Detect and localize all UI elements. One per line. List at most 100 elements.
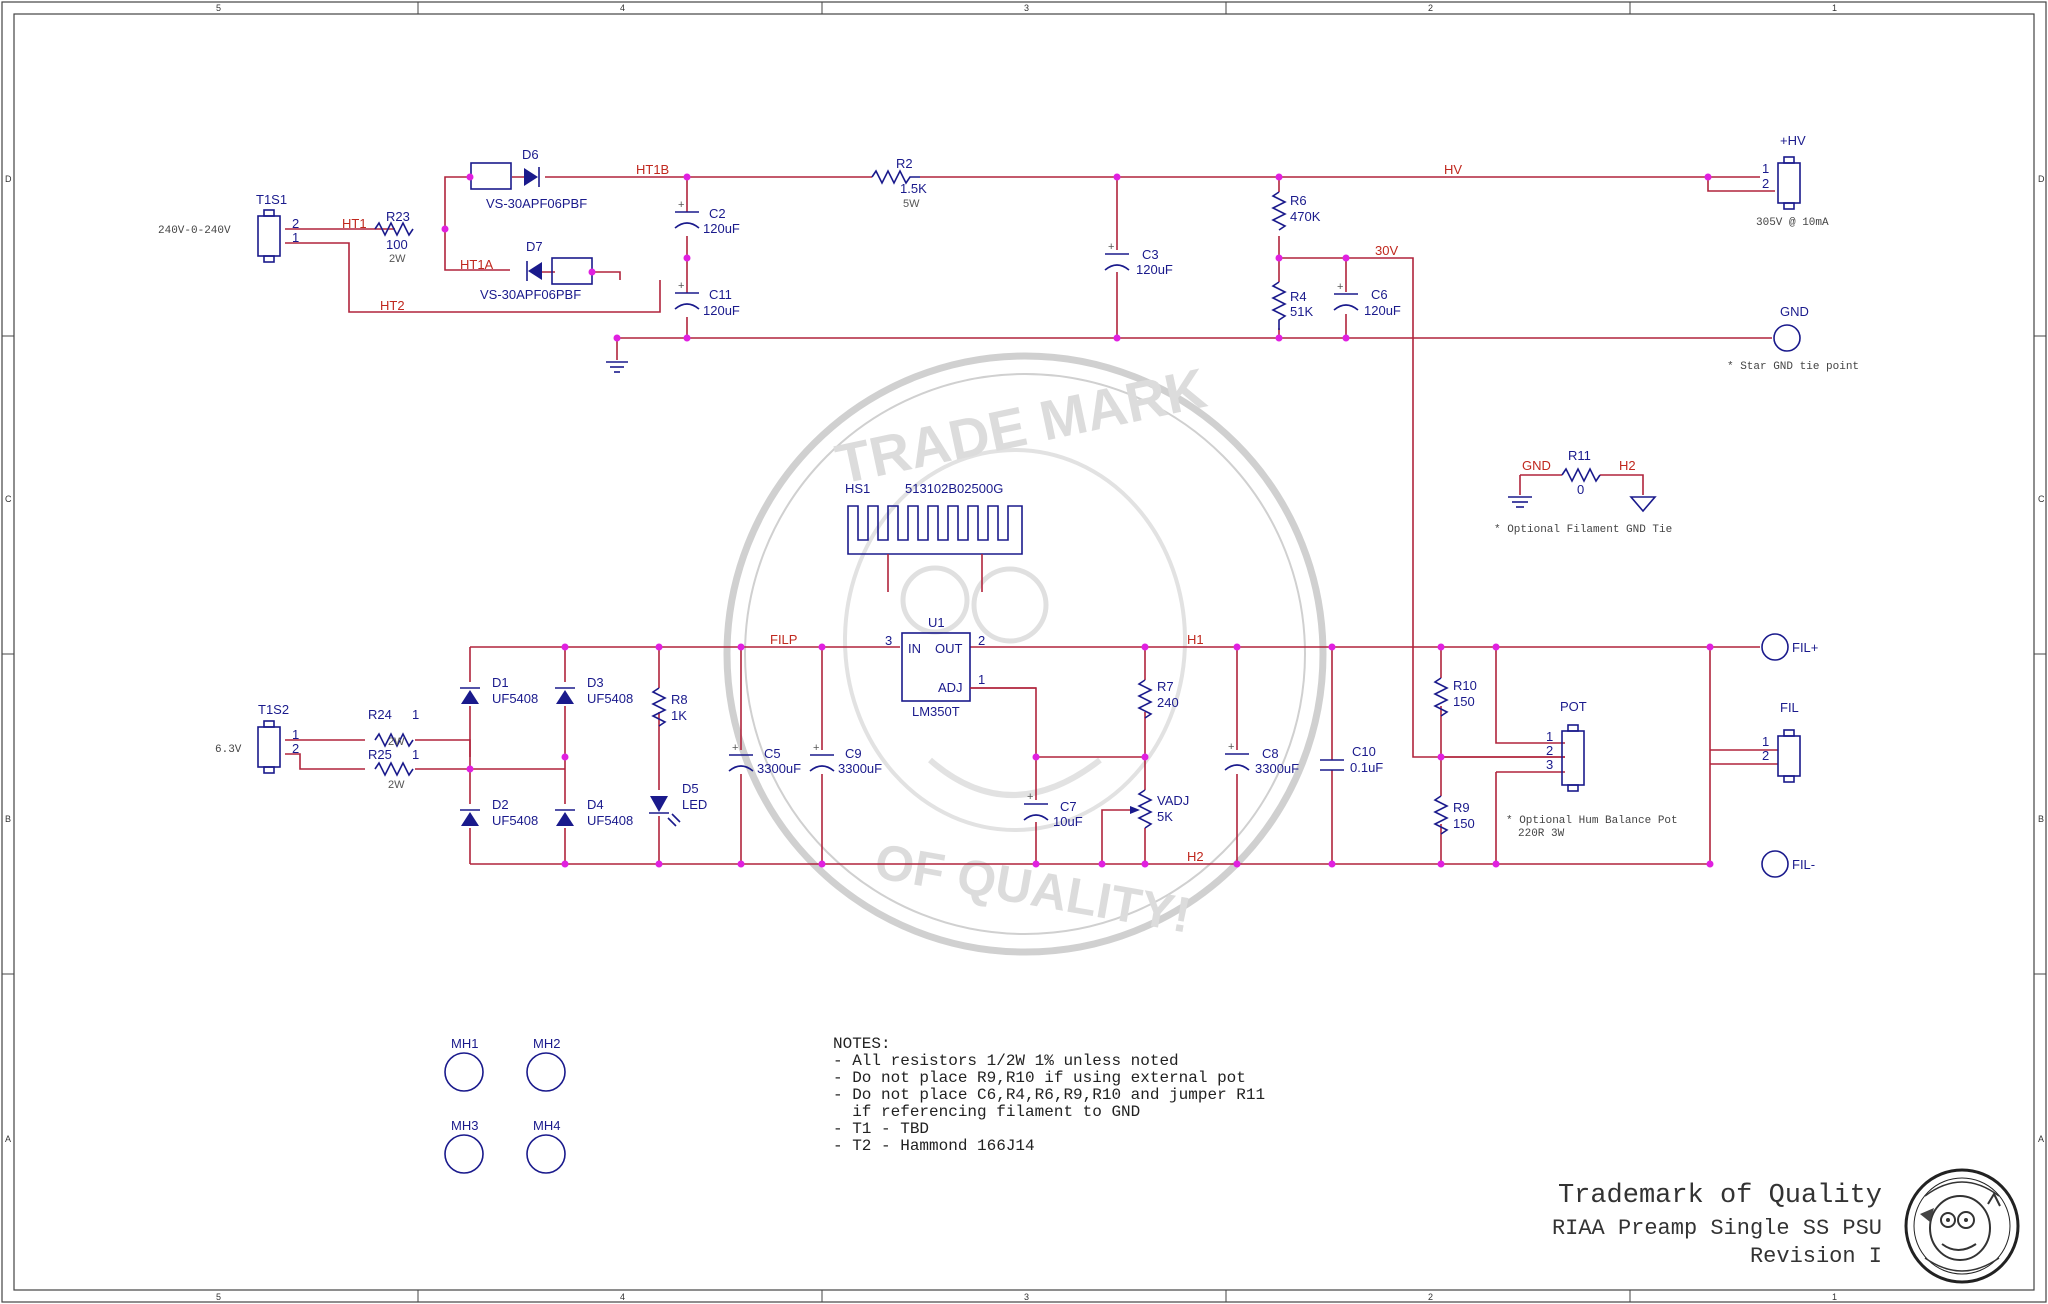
net-ht1a: HT1A [460, 257, 494, 272]
resistor-r10: R10 150 [1433, 677, 1477, 717]
mounting-holes: MH1 MH2 MH3 MH4 [444, 1036, 566, 1174]
c7-polarity-icon: + [1027, 791, 1033, 803]
net-ht1: HT1 [342, 216, 367, 231]
connector-fil-plus: FIL+ [1761, 633, 1818, 661]
u1-out-pin-label: OUT [935, 641, 963, 656]
c8-polarity-icon: + [1228, 741, 1234, 753]
heatsink-hs1: HS1 513102B02500G [845, 481, 1023, 592]
r4-value: 51K [1290, 304, 1313, 319]
connector-fil: FIL 1 2 [1762, 700, 1801, 783]
r6-ref: R6 [1290, 193, 1307, 208]
resistor-r6: R6 470K [1271, 191, 1321, 231]
u1-ref: U1 [928, 615, 945, 630]
c10-value: 0.1uF [1350, 760, 1383, 775]
c2-ref: C2 [709, 206, 726, 221]
diode-d6: D6 VS-30APF06PBF [470, 147, 587, 211]
t1s1-pin-1: 1 [292, 230, 299, 245]
zone-row-c: C [5, 494, 12, 504]
d7-part: VS-30APF06PBF [480, 287, 581, 302]
d3-part: UF5408 [587, 691, 633, 706]
r23-ref: R23 [386, 209, 410, 224]
resistor-r9: R9 150 [1433, 795, 1475, 835]
diode-d7: D7 VS-30APF06PBF [480, 239, 593, 302]
diode-d1: D1 UF5408 [460, 675, 538, 706]
zone-row-d: D [5, 174, 12, 184]
c2-polarity-icon: + [678, 199, 684, 211]
title-revision: Revision I [1750, 1244, 1882, 1269]
note-line-2: - Do not place R9,R10 if using external … [833, 1069, 1246, 1087]
hv-rating: 305V @ 10mA [1756, 217, 1829, 229]
net-ht2: HT2 [380, 298, 405, 313]
r11-net-gnd: GND [1522, 458, 1551, 473]
zone-row-c-right: C [2038, 494, 2045, 504]
gnd-star-note: * Star GND tie point [1727, 361, 1859, 373]
capacitor-c11: + C11 120uF [674, 280, 740, 318]
r24-power: 2W [388, 736, 405, 748]
u1-adj-pin-label: ADJ [938, 680, 963, 695]
capacitor-c7: + C7 10uF [1023, 791, 1083, 829]
r24-ref: R24 [368, 707, 392, 722]
d4-part: UF5408 [587, 813, 633, 828]
c11-polarity-icon: + [678, 280, 684, 292]
c3-value: 120uF [1136, 262, 1173, 277]
r8-ref: R8 [671, 692, 688, 707]
d6-ref: D6 [522, 147, 539, 162]
title-company: Trademark of Quality [1558, 1181, 1882, 1211]
hv-pin-2: 2 [1762, 176, 1769, 191]
zone-col-5-bottom: 5 [216, 1292, 221, 1302]
zone-row-a: A [5, 1134, 11, 1144]
d5-value: LED [682, 797, 707, 812]
t1s2-ref: T1S2 [258, 702, 289, 717]
c9-value: 3300uF [838, 761, 882, 776]
zone-row-b-right: B [2038, 814, 2044, 824]
t1s1-pin-2: 2 [292, 216, 299, 231]
r7-ref: R7 [1157, 679, 1174, 694]
resistor-r23: R23 100 2W [374, 209, 414, 265]
c5-polarity-icon: + [732, 742, 738, 754]
vadj-ref: VADJ [1157, 793, 1189, 808]
vadj-value: 5K [1157, 809, 1173, 824]
title-project: RIAA Preamp Single SS PSU [1552, 1216, 1882, 1241]
resistor-r11-gnd-tie: GND H2 R11 0 * Optional Filament GND Tie [1494, 448, 1672, 536]
hv-wires [285, 176, 1775, 758]
c5-value: 3300uF [757, 761, 801, 776]
zone-col-1-bottom: 1 [1832, 1292, 1837, 1302]
fil-minus-ref: FIL- [1792, 857, 1815, 872]
u1-pin-2: 2 [978, 633, 985, 648]
filament-wires [285, 646, 1778, 865]
connector-pot: POT 1 2 3 * Optional Hum Balance Pot 220… [1506, 699, 1678, 840]
resistor-r7: R7 240 [1137, 679, 1179, 719]
hum-pot-note-1: * Optional Hum Balance Pot [1506, 815, 1678, 827]
notes-block: NOTES: - All resistors 1/2W 1% unless no… [833, 1035, 1265, 1155]
t1s2-pin-1: 1 [292, 727, 299, 742]
note-line-5: - T1 - TBD [833, 1120, 929, 1138]
r7-value: 240 [1157, 695, 1179, 710]
hum-pot-note-2: 220R 3W [1518, 828, 1565, 840]
pot-pin-1: 1 [1546, 729, 1553, 744]
r25-power: 2W [388, 779, 405, 791]
u1-pin-1: 1 [978, 672, 985, 687]
watermark-top-text: TRADE MARK [830, 356, 1211, 496]
d7-ref: D7 [526, 239, 543, 254]
resistor-r4: R4 51K [1271, 281, 1313, 330]
c7-value: 10uF [1053, 814, 1083, 829]
capacitor-c9: + C9 3300uF [809, 742, 882, 776]
resistor-r8: R8 1K [651, 687, 688, 727]
resistor-r25: R25 1 2W [368, 747, 419, 791]
t1s1-ref: T1S1 [256, 192, 287, 207]
pot-pin-3: 3 [1546, 757, 1553, 772]
mh1-label: MH1 [451, 1036, 478, 1051]
t1s2-pin-2: 2 [292, 741, 299, 756]
r10-ref: R10 [1453, 678, 1477, 693]
pot-pin-2: 2 [1546, 743, 1553, 758]
r24-pin: 1 [412, 707, 419, 722]
d1-part: UF5408 [492, 691, 538, 706]
diode-d4: D4 UF5408 [555, 797, 633, 828]
capacitor-c3: + C3 120uF [1104, 241, 1173, 277]
filament-junctions [466, 643, 1714, 868]
c5-ref: C5 [764, 746, 781, 761]
hv-junctions [441, 173, 1712, 342]
c6-value: 120uF [1364, 303, 1401, 318]
